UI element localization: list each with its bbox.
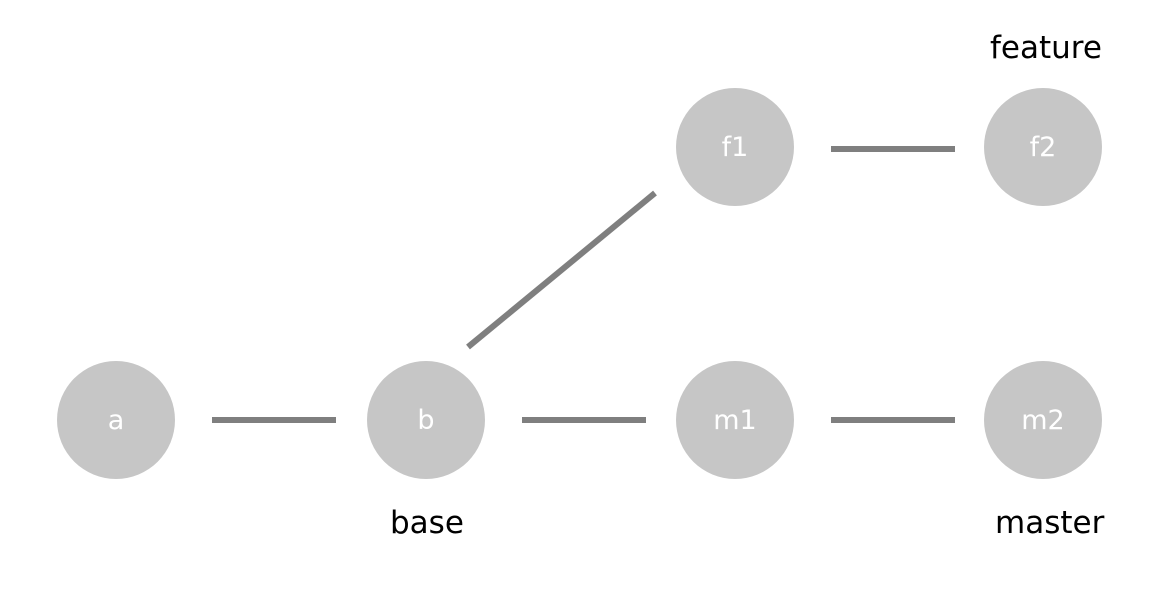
commit-node-f1: f1 xyxy=(676,88,794,206)
commit-node-m1: m1 xyxy=(676,361,794,479)
commit-node-m2: m2 xyxy=(984,361,1102,479)
ref-label-feature: feature xyxy=(990,30,1102,66)
edge-b-f1 xyxy=(466,190,657,350)
commit-node-a-label: a xyxy=(107,404,125,436)
commit-node-m1-label: m1 xyxy=(713,404,757,436)
commit-node-m2-label: m2 xyxy=(1021,404,1065,436)
commit-node-f2-label: f2 xyxy=(1029,131,1057,163)
commit-node-a: a xyxy=(57,361,175,479)
commit-node-b: b xyxy=(367,361,485,479)
ref-label-master: master xyxy=(995,505,1105,541)
commit-node-f2: f2 xyxy=(984,88,1102,206)
ref-label-base: base xyxy=(390,505,464,541)
commit-node-b-label: b xyxy=(417,404,435,436)
commit-node-f1-label: f1 xyxy=(721,131,749,163)
